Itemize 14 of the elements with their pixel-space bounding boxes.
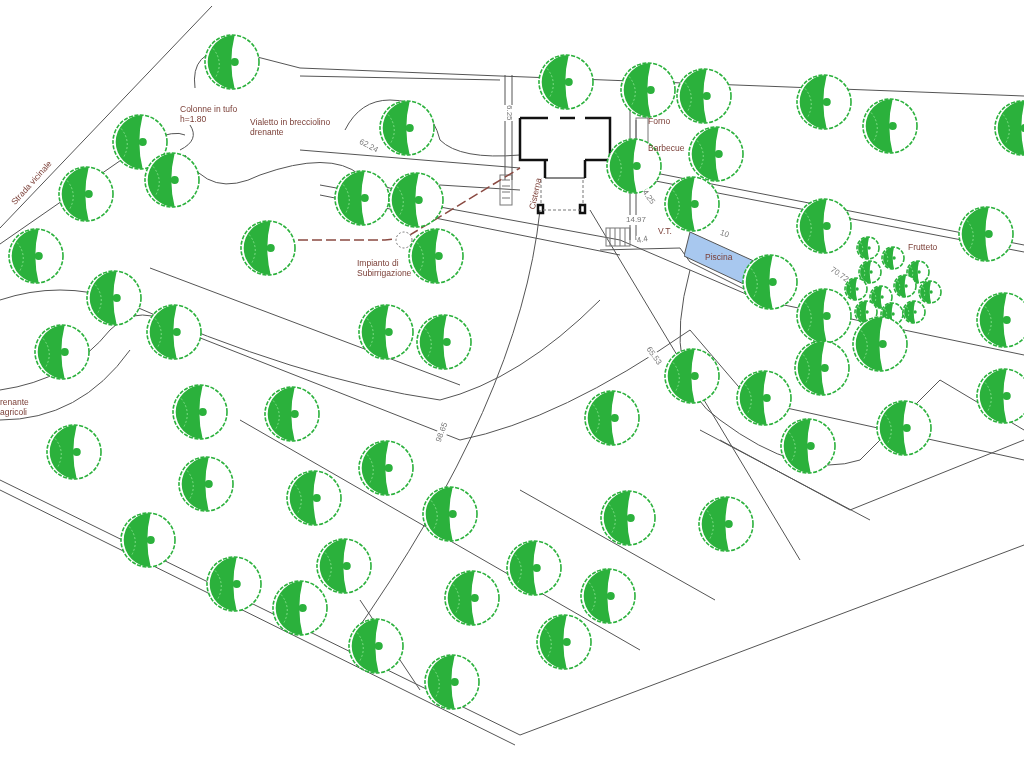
annotation-label: V.T. [658,226,672,237]
dimension-label: 98.65 [434,421,450,444]
annotation-label: Colonne in tufo h=1.80 [180,104,239,125]
annotation-label: Barbecue [648,143,685,154]
annotation-label: Frutteto [908,242,938,253]
annotation-label: Piscina [705,252,733,263]
annotation-label: Forno [648,116,671,127]
annotation-label: Impianto di Subirrigazione [357,258,413,279]
dimension-label: 4.4 [636,234,649,246]
annotation-label: renante agricoli [0,397,30,418]
annotation-label: Cisterna [527,177,544,211]
annotation-label: Vialetto in brecciolino drenante [250,117,332,138]
dimension-label: 6.25 [504,105,514,121]
dimension-label: 14.97 [626,215,647,225]
